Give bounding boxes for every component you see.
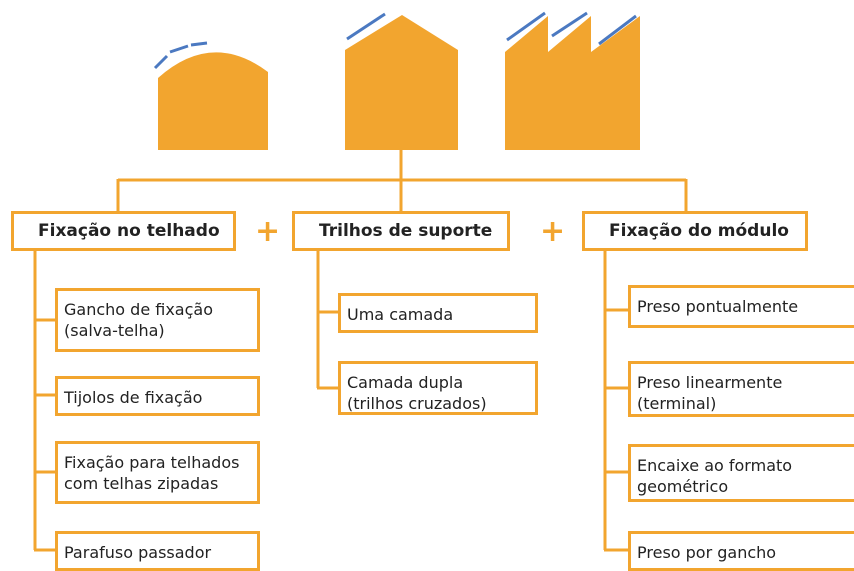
solar-panel-icon — [346, 12, 386, 41]
plus-sign: + — [255, 214, 281, 249]
solar-panel-icon — [506, 11, 637, 46]
list-item: Gancho de fixação (salva-telha) — [55, 288, 260, 352]
list-item: Encaixe ao formato geométrico — [628, 444, 854, 502]
connector-lines — [33, 150, 688, 552]
list-item: Fixação para telhados com telhas zipadas — [55, 441, 260, 504]
list-item: Uma camada — [338, 293, 538, 333]
list-item: Preso linearmente (terminal) — [628, 361, 854, 417]
plus-sign: + — [540, 214, 566, 249]
curved-roof-building-icon — [153, 41, 268, 150]
column-header-roof-fixing: Fixação no telhado — [11, 211, 236, 251]
solar-panel-icon — [153, 41, 208, 70]
sawtooth-roof-building-icon — [505, 11, 640, 150]
column-header-support-rails: Trilhos de suporte — [292, 211, 510, 251]
list-item: Camada dupla (trilhos cruzados) — [338, 361, 538, 415]
list-item: Parafuso passador — [55, 531, 260, 571]
column-header-module-fixing: Fixação do módulo — [582, 211, 808, 251]
list-item: Preso por gancho — [628, 531, 854, 571]
list-item: Tijolos de fixação — [55, 376, 260, 416]
list-item: Preso pontualmente — [628, 285, 854, 328]
pitched-roof-building-icon — [345, 12, 458, 150]
